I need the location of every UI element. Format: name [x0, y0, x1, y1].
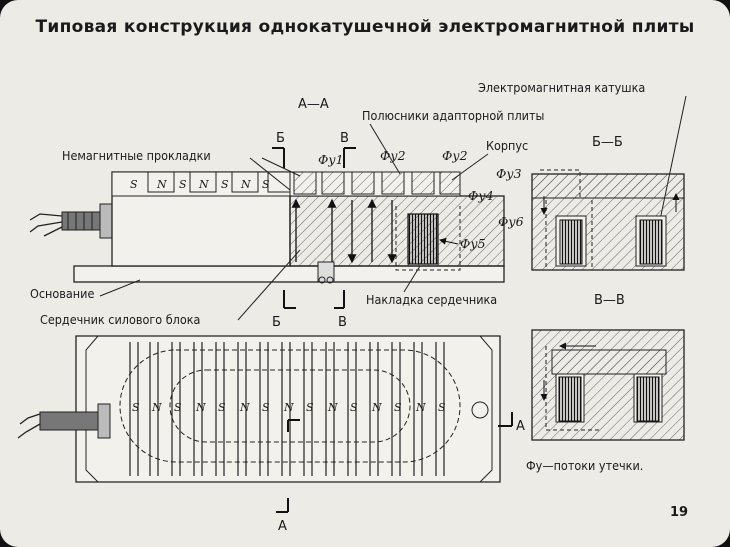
pole-blocks: [147, 171, 291, 193]
flux-label: Фу1: [318, 152, 344, 167]
pole-label: S: [174, 401, 182, 414]
label-adapter-poles: Полюсники адапторной плиты: [362, 108, 544, 123]
label-section-vv: В—В: [594, 293, 625, 308]
pole-label: S: [221, 178, 229, 191]
pole-label: N: [371, 401, 382, 414]
cut-mark-b-top: Б: [276, 131, 285, 146]
flux-label: Фу2: [442, 148, 468, 163]
label-housing: Корпус: [486, 138, 528, 153]
label-coil: Электромагнитная катушка: [478, 80, 645, 95]
pole-label: S: [306, 401, 314, 414]
label-core-power-block: Сердечник силового блока: [40, 312, 200, 327]
cut-mark-v-top: В: [340, 131, 349, 146]
pole-label: S: [132, 401, 140, 414]
pole-label: S: [350, 401, 358, 414]
cut-mark-a-right: А: [516, 419, 525, 434]
pole-label: S: [130, 178, 138, 191]
flux-label: Фу3: [496, 166, 522, 181]
power-cable: [29, 203, 113, 239]
cut-mark-a-bottom: А: [278, 519, 287, 534]
pole-label: N: [327, 401, 338, 414]
flux-label: Фу4: [468, 188, 494, 203]
label-nonmagnetic-spacers: Немагнитные прокладки: [62, 148, 211, 163]
pole-label: S: [438, 401, 446, 414]
pole-label: S: [218, 401, 226, 414]
pole-strips: [129, 342, 445, 476]
pole-label: S: [394, 401, 402, 414]
plan-view: [17, 335, 501, 483]
pole-label: S: [179, 178, 187, 191]
flux-label: Фу5: [460, 236, 486, 251]
label-base: Основание: [30, 286, 94, 301]
flux-label: Фу6: [498, 214, 524, 229]
pole-label: N: [283, 401, 294, 414]
label-section-aa: А—А: [298, 97, 329, 112]
pole-label: N: [239, 401, 250, 414]
flux-label: Фу2: [380, 148, 406, 163]
cut-mark-b-bottom: Б: [272, 315, 281, 330]
page-number: 19: [670, 505, 688, 520]
pole-label: S: [262, 401, 270, 414]
section-bb-view: [531, 169, 685, 271]
pole-label: N: [198, 178, 209, 191]
section-aa: [289, 171, 505, 284]
pole-label: S: [262, 178, 270, 191]
coil-winding: [407, 213, 439, 265]
pole-label: N: [195, 401, 206, 414]
pole-strip: [111, 171, 291, 197]
label-core-pad: Накладка сердечника: [366, 292, 497, 307]
pole-label: N: [415, 401, 426, 414]
label-section-bb: Б—Б: [592, 135, 623, 150]
pole-label: N: [240, 178, 251, 191]
legend-leakage: Фу—потоки утечки.: [526, 458, 643, 473]
base-plate: [73, 265, 505, 283]
plan-pole-labels: S N S N S N S N S N S N S N S: [132, 401, 446, 414]
adapter-poles: [293, 171, 461, 195]
pole-label: N: [156, 178, 167, 191]
slide-title: Типовая конструкция однокатушечной элект…: [35, 17, 694, 37]
cut-mark-v-bottom: В: [338, 315, 347, 330]
pole-label: N: [151, 401, 162, 414]
section-vv-view: [531, 329, 685, 441]
bolt: [317, 261, 335, 283]
